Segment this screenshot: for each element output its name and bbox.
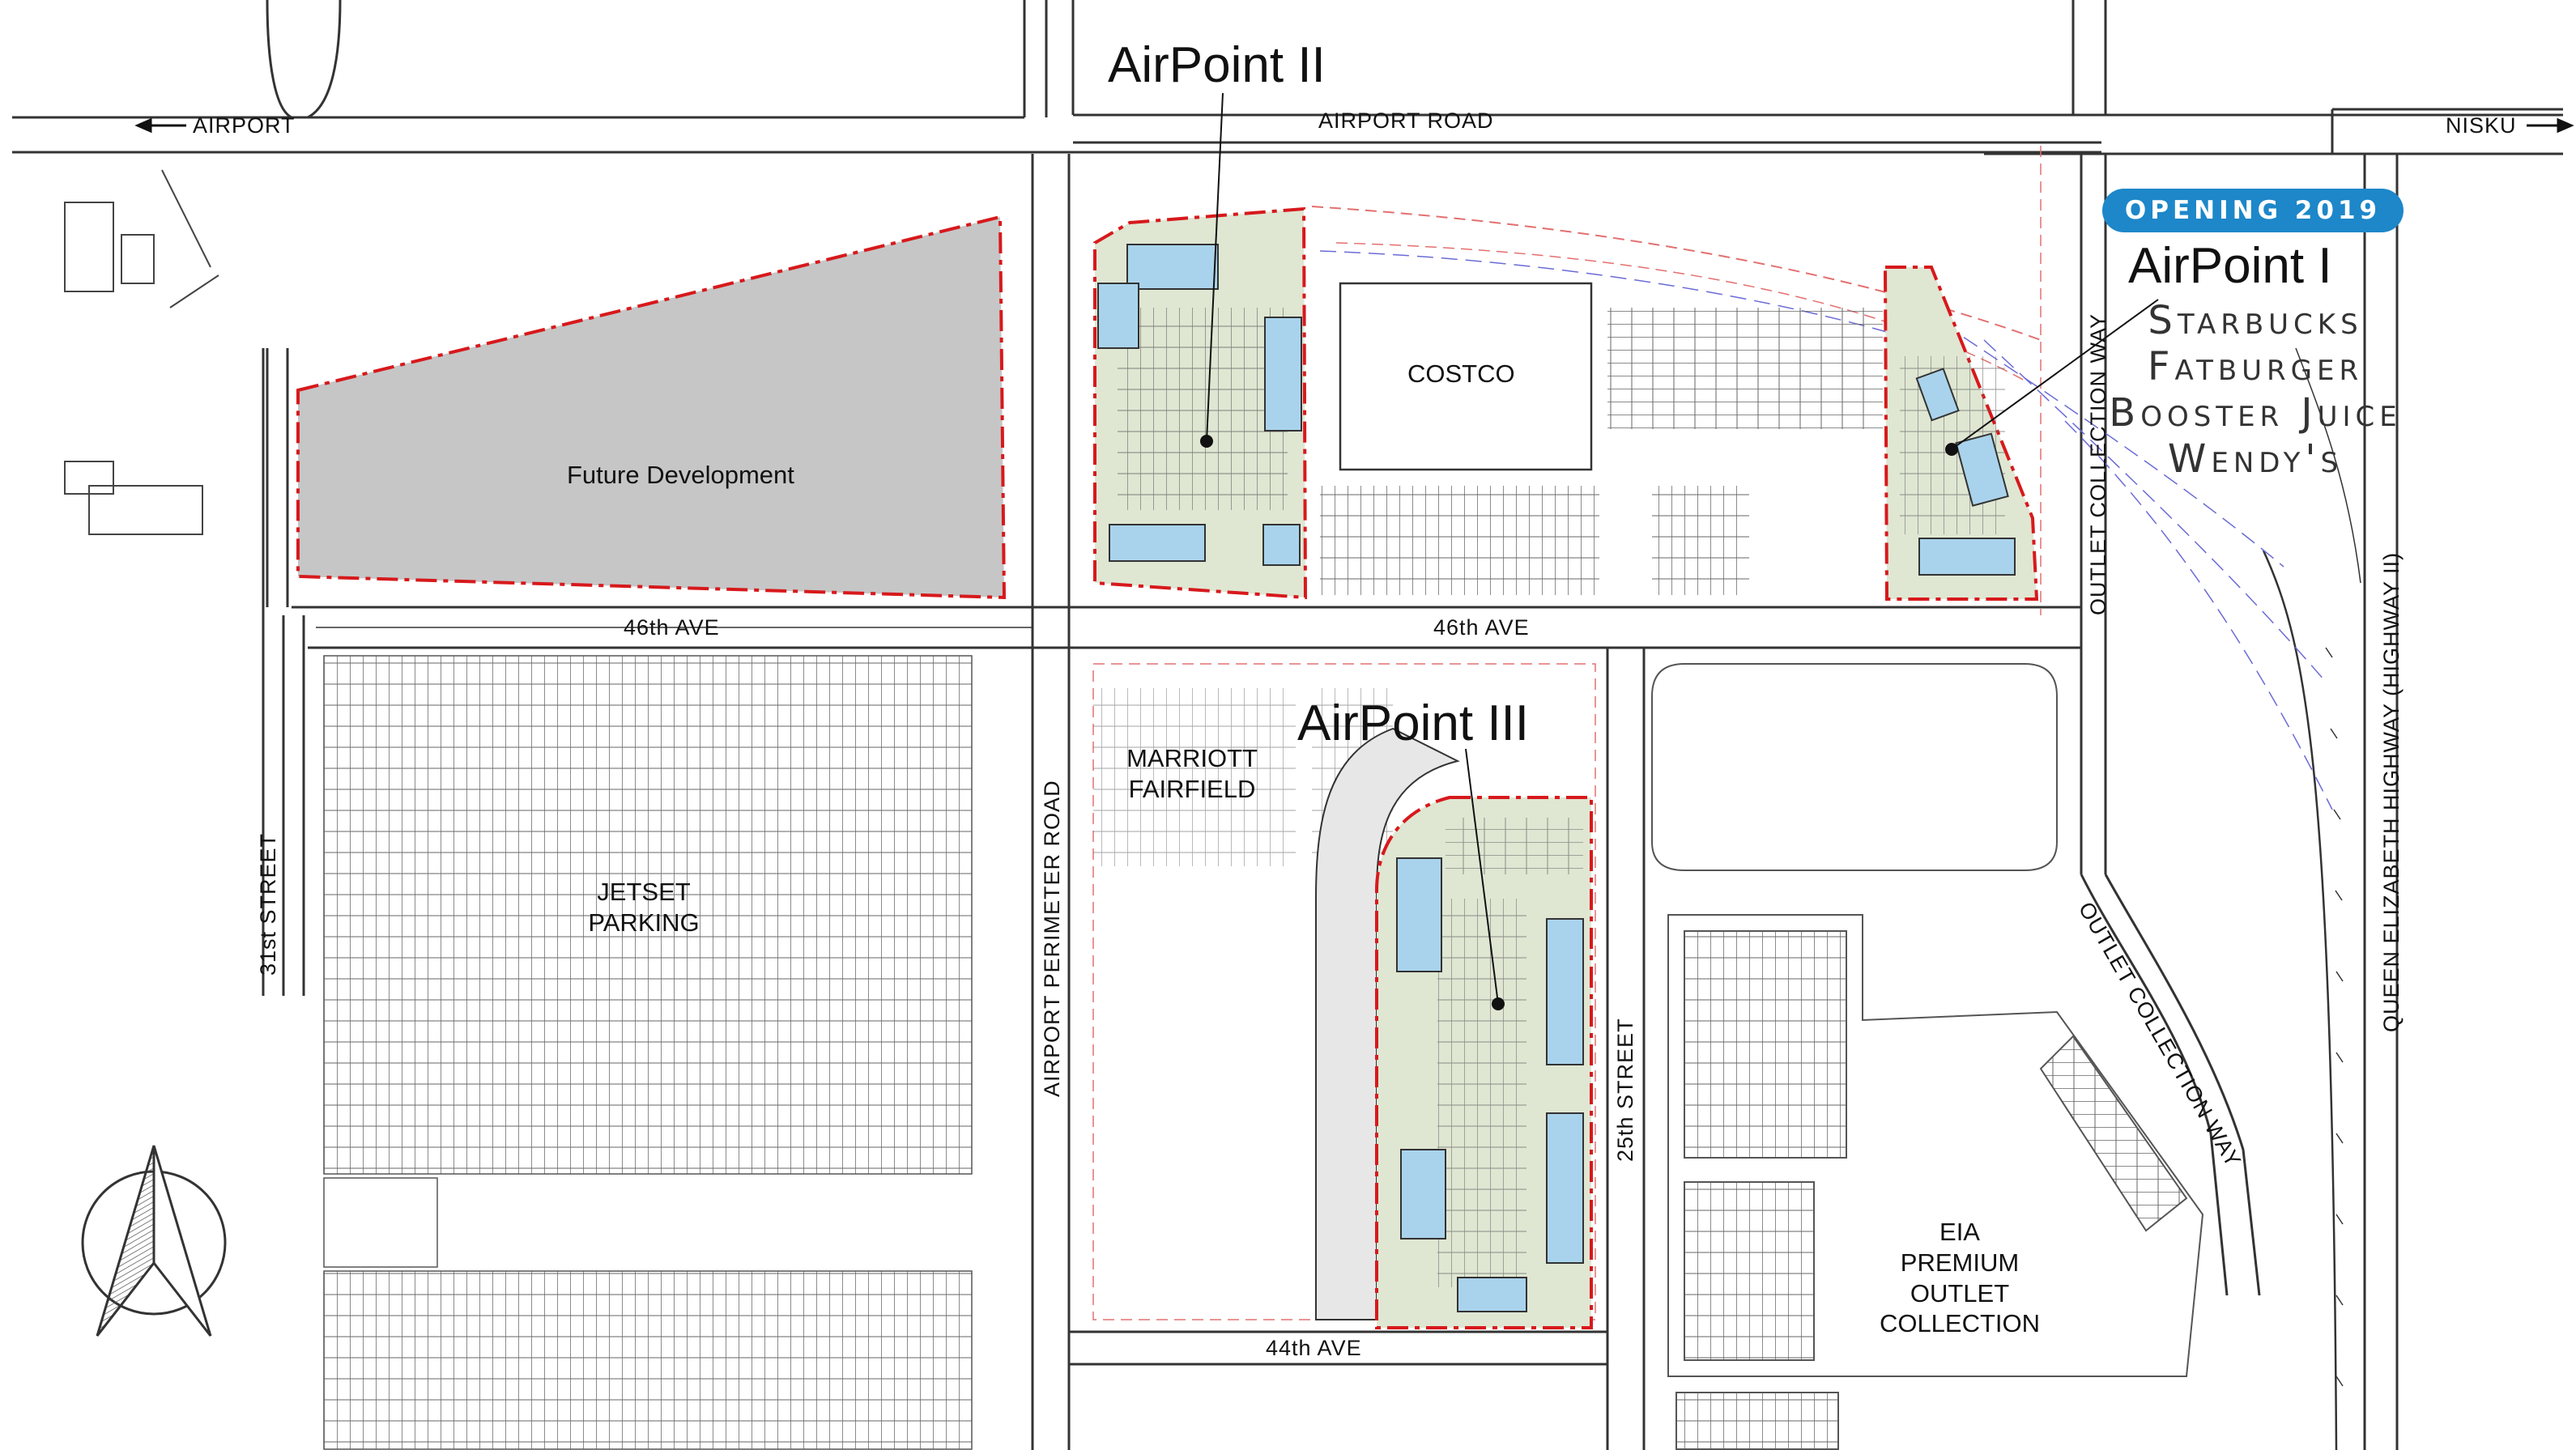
leader-lines [1200,92,2159,1010]
left-arrow-icon [134,117,186,134]
airport-terminal [64,169,219,535]
eia-outlet-site [1667,914,2204,1450]
airpoint-2-site [1093,206,1308,600]
airpoint-1-site [1883,266,2039,601]
jetset-label-line2: PARKING [588,908,700,937]
eia-label-line1: EIA [1939,1218,1980,1246]
opening-2019-badge: OPENING 2019 [2102,189,2404,232]
highway-label: QUEEN ELIZABETH HIGHWAY (HIGHWAY II) [2379,551,2404,1032]
airpoint-3-site [1315,727,1593,1329]
tenant-wendys: Wendy's [2167,436,2344,482]
airpoint-2-title: AirPoint II [1108,37,1326,93]
eia-outlet-label: EIA PREMIUM OUTLET COLLECTION [1871,1217,2049,1339]
north-arrow-icon [81,1145,227,1337]
costco-site [1320,282,1883,595]
46th-ave-right-label: 46th AVE [1433,615,1530,640]
jetset-label-line1: JETSET [597,878,691,906]
tenant-starbucks: Starbucks [2148,298,2363,343]
44th-ave-label: 44th AVE [1266,1336,1362,1360]
airport-road-label: AIRPORT ROAD [1318,108,1494,133]
airport-label: AIRPORT [193,113,296,138]
tenant-list: Starbucks Fatburger Booster Juice Wendy'… [2097,301,2413,486]
25th-street-label: 25th STREET [1613,1018,1637,1162]
marriott-label-line2: FAIRFIELD [1128,774,1256,803]
tenant-fatburger: Fatburger [2147,344,2364,389]
right-arrow-icon [2527,117,2574,134]
airport-perimeter-road-label: AIRPORT PERIMETER ROAD [1040,780,1064,1097]
46th-ave-left-label: 46th AVE [624,615,720,640]
jetset-parking-label: JETSET PARKING [575,877,713,938]
airpoint-1-title: AirPoint I [2128,238,2332,294]
eia-label-line3: OUTLET [1910,1278,2010,1308]
airpoint-3-title: AirPoint III [1297,695,1529,751]
marriott-label-line1: MARRIOTT [1126,744,1258,772]
future-development-area [296,215,1007,600]
tenant-booster-juice: Booster Juice [2109,390,2402,436]
road-network [12,0,2563,1450]
nisku-label: NISKU [2446,113,2517,138]
highway-fence [2325,647,2344,1387]
jetset-parking-lots [323,655,973,1450]
31st-street-label: 31st STREET [256,832,280,976]
eia-label-line4: COLLECTION [1879,1309,2041,1338]
marriott-label: MARRIOTT FAIRFIELD [1123,743,1261,805]
stormwater-pond [1651,663,2058,871]
costco-label: COSTCO [1407,359,1515,388]
eia-label-line2: PREMIUM [1900,1248,2020,1277]
future-development-label: Future Development [567,461,794,489]
